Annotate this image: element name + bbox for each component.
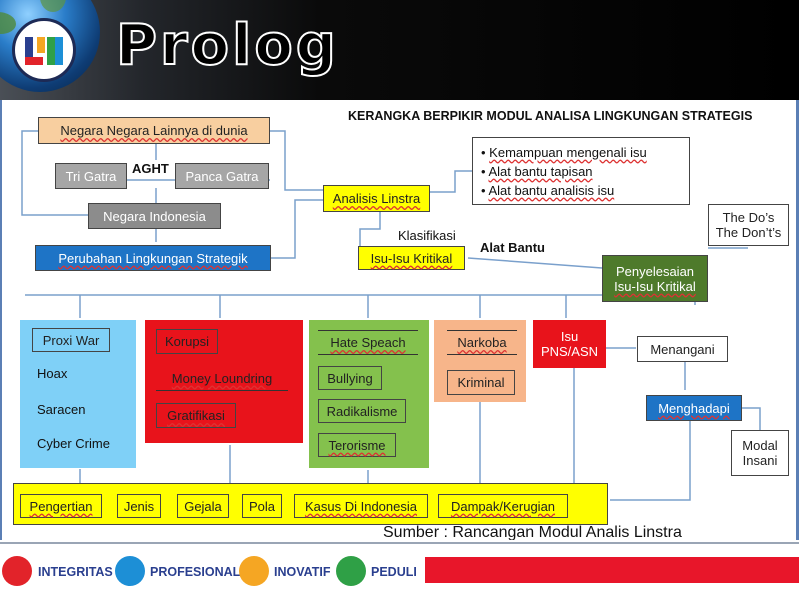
bullet-item: • Alat bantu analisis isu <box>481 182 615 198</box>
handshake-icon <box>2 556 32 586</box>
category-green <box>309 320 429 468</box>
category-blue <box>20 320 136 468</box>
perubahan-label: Perubahan Lingkungan Strategik <box>58 250 248 266</box>
category-item: Cyber Crime <box>37 436 110 451</box>
isu-kritikal-box: Isu-Isu Kritikal <box>358 246 465 270</box>
isu-kritikal-label: Isu-Isu Kritikal <box>370 250 453 266</box>
panca-gatra-box: Panca Gatra <box>175 163 269 189</box>
analisis-linstra-box: Analisis Linstra <box>323 185 430 212</box>
aspect-item: Jenis <box>117 494 161 518</box>
negara-indonesia-label: Negara Indonesia <box>103 208 206 224</box>
category-item: Hate Speach <box>318 330 418 355</box>
category-item: Terorisme <box>318 433 396 457</box>
perubahan-box: Perubahan Lingkungan Strategik <box>35 245 271 271</box>
aspect-item: Kasus Di Indonesia <box>294 494 428 518</box>
category-red <box>145 320 303 443</box>
isu-pns-box: Isu PNS/ASN <box>533 320 606 368</box>
panca-gatra-label: Panca Gatra <box>185 168 259 184</box>
lan-logo <box>12 18 76 82</box>
analisis-linstra-label: Analisis Linstra <box>332 191 421 206</box>
footer-red-bar <box>425 557 799 583</box>
tri-gatra-label: Tri Gatra <box>65 168 117 184</box>
negara-lain-label: Negara Negara Lainnya di dunia <box>60 123 248 138</box>
footer-divider <box>0 542 799 544</box>
aspect-item: Dampak/Kerugian <box>438 494 568 518</box>
heart-hands-icon <box>336 556 366 586</box>
penyelesaian-box: Penyelesaian Isu-Isu Kritikal <box>602 255 708 302</box>
menghadapi-box: Menghadapi <box>646 395 742 421</box>
category-item: Gratifikasi <box>156 403 236 428</box>
source-caption: Sumber : Rancangan Modul Analis Linstra <box>383 524 682 541</box>
category-item: Hoax <box>37 366 68 381</box>
category-orange <box>434 320 526 402</box>
category-item: Saracen <box>37 402 86 417</box>
tri-gatra-box: Tri Gatra <box>55 163 127 189</box>
alat-bantu-label: Alat Bantu <box>480 240 545 255</box>
donts-label: The Don’t’s <box>715 225 782 240</box>
menangani-box: Menangani <box>637 336 728 362</box>
aspect-item: Pengertian <box>20 494 102 518</box>
bullet-box: • Kemampuan mengenali isu • Alat bantu t… <box>472 137 690 205</box>
dos-label: The Do’s <box>722 210 775 225</box>
klasifikasi-label: Klasifikasi <box>398 228 456 243</box>
modal-insani-box: Modal Insani <box>731 430 789 476</box>
value-inovatif: INOVATIF <box>274 565 331 579</box>
penyelesaian-label-2: Isu-Isu Kritikal <box>614 278 696 294</box>
category-item: Radikalisme <box>318 399 406 423</box>
value-integritas: INTEGRITAS <box>38 565 113 579</box>
value-peduli: PEDULI <box>371 565 417 579</box>
bullet-item: • Kemampuan mengenali isu <box>481 144 647 160</box>
aspect-item: Gejala <box>177 494 229 518</box>
lightbulb-icon <box>239 556 269 586</box>
category-item: Money Loundring <box>156 366 288 391</box>
category-item: Bullying <box>318 366 382 390</box>
globe-land <box>40 0 66 12</box>
bullet-item: • Alat bantu tapisan <box>481 163 593 179</box>
slide-title: Prolog <box>115 13 339 78</box>
framework-title: KERANGKA BERPIKIR MODUL ANALISA LINGKUNG… <box>348 109 753 123</box>
aspect-item: Pola <box>242 494 282 518</box>
lan-logo-icon <box>25 37 63 65</box>
aspect-row <box>13 483 608 525</box>
value-profesional: PROFESIONAL <box>150 565 241 579</box>
globe-land <box>0 12 16 34</box>
category-item: Kriminal <box>447 370 515 395</box>
head-icon <box>115 556 145 586</box>
slide-border-right <box>796 100 799 540</box>
slide-border-left <box>0 100 2 540</box>
negara-indonesia-box: Negara Indonesia <box>88 203 221 229</box>
header-bar <box>0 0 799 100</box>
category-item: Korupsi <box>156 329 218 354</box>
connector-lines <box>21 130 761 501</box>
category-item: Proxi War <box>32 328 110 352</box>
aght-label: AGHT <box>132 161 169 176</box>
penyelesaian-label: Penyelesaian <box>615 263 695 279</box>
dos-donts-box: The Do’s The Don’t’s <box>708 204 789 246</box>
negara-lain-box: Negara Negara Lainnya di dunia <box>38 117 270 144</box>
category-item: Narkoba <box>447 330 517 355</box>
